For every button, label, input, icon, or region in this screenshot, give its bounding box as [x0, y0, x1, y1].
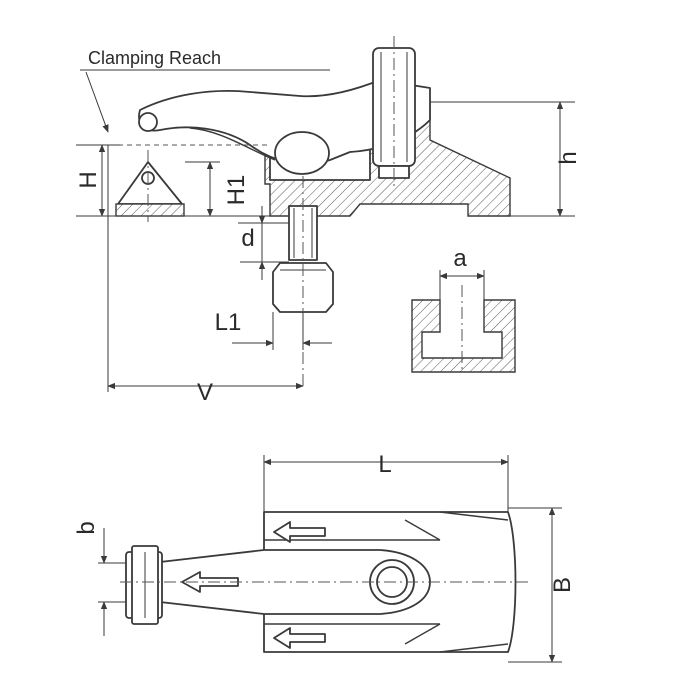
slot-arrow-bottom	[273, 627, 326, 649]
clamping-knob	[274, 131, 330, 175]
hinge-base	[115, 203, 185, 217]
dim-h-label: h	[555, 151, 582, 164]
slot-arrow-top	[273, 521, 326, 543]
top-view: L B b	[73, 451, 576, 663]
top-base-ramp	[404, 623, 441, 645]
arm-pivot-hole	[138, 112, 158, 132]
dim-B-label: B	[549, 577, 576, 593]
dim-L1-label: L1	[215, 309, 242, 336]
top-base-ramp	[439, 511, 509, 521]
t-slot-section	[411, 299, 516, 373]
dim-H-label: H	[75, 171, 102, 188]
clamping-reach-leader	[85, 71, 109, 133]
dim-V-label: V	[197, 379, 213, 406]
clamping-arm	[138, 79, 431, 165]
top-base-ramp	[439, 643, 509, 653]
t-slot-detail: a	[411, 245, 516, 373]
clamping-reach-label: Clamping Reach	[88, 48, 221, 68]
side-view: Clamping Reach	[75, 36, 582, 406]
dim-L-label: L	[378, 451, 391, 478]
top-base-ramp	[404, 519, 441, 541]
dim-b-label: b	[73, 521, 100, 534]
arm-contour-line	[189, 127, 276, 161]
dim-a-label: a	[453, 245, 467, 272]
dim-d-label: d	[241, 225, 254, 252]
dim-H1-label: H1	[223, 175, 250, 206]
